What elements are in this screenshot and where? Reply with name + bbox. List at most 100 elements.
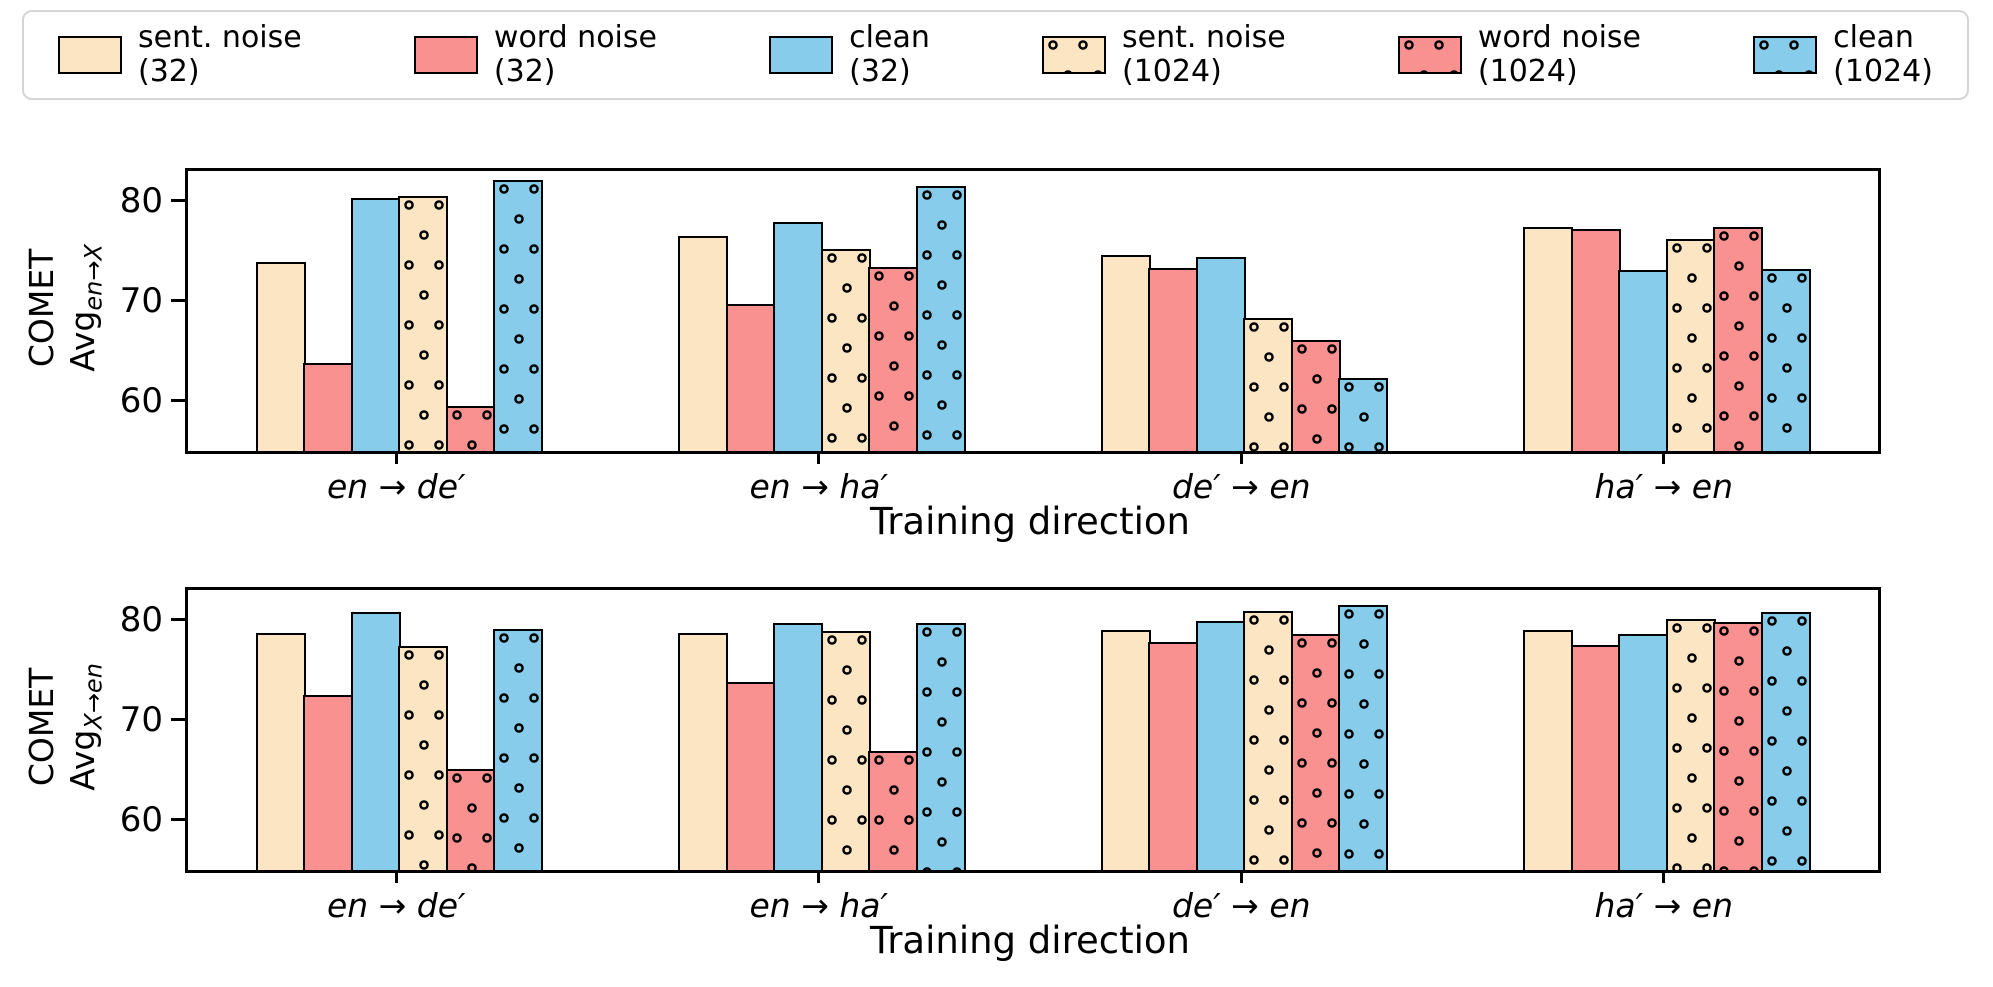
bar-word-noise-32 (303, 363, 353, 451)
category-cell: en → ha′ (608, 870, 1031, 925)
y-tick-label: 70 (119, 281, 163, 321)
x-tick (1662, 451, 1666, 464)
x-axis-label-bottom: Training direction (870, 919, 1190, 962)
bar-word-noise-1024 (445, 406, 496, 451)
bar-sent-noise-1024 (820, 249, 871, 451)
bar-word-noise-1024 (868, 267, 918, 451)
x-tick (1662, 870, 1666, 883)
y-tick-label: 60 (119, 381, 163, 421)
x-axis-categories-top: en → de′ en → ha′ de′ → en ha′ → en (185, 451, 1875, 506)
legend-label: clean (32) (849, 20, 930, 89)
bar-word-noise-32 (1148, 268, 1198, 451)
y-tick-label: 60 (119, 800, 163, 840)
bar-group (611, 171, 1034, 451)
x-tick (394, 870, 398, 883)
bar-group (1456, 590, 1879, 870)
category-label: en → de′ (326, 886, 466, 925)
legend-label: word noise (1024) (1477, 20, 1641, 89)
bar-clean-1024 (915, 186, 966, 451)
bar-clean-32 (1195, 257, 1246, 451)
plot-area-bottom: 80 70 60 (120, 587, 1881, 873)
bar-sent-noise-32 (1100, 255, 1151, 451)
y-tick-label: 80 (119, 181, 163, 221)
bar-word-noise-32 (725, 304, 776, 451)
x-tick (817, 870, 821, 883)
bar-sent-noise-1024 (1243, 611, 1293, 870)
category-cell: de′ → en (1030, 870, 1453, 925)
category-label: ha′ → en (1594, 467, 1733, 506)
bar-sent-noise-1024 (1665, 239, 1716, 451)
y-tick-label: 80 (119, 600, 163, 640)
category-cell: ha′ → en (1453, 870, 1876, 925)
bar-clean-1024 (1338, 605, 1388, 870)
bar-clean-32 (1618, 634, 1668, 870)
legend-swatch-sent-noise-1024 (1042, 36, 1107, 74)
bar-word-noise-1024 (1290, 634, 1341, 870)
y-tick (171, 618, 185, 621)
bar-clean-32 (773, 222, 823, 451)
legend-swatch-word-noise-1024 (1397, 36, 1462, 74)
bar-clean-32 (350, 612, 401, 870)
category-cell: en → ha′ (608, 451, 1031, 506)
bar-word-noise-32 (1148, 642, 1198, 870)
legend-swatch-sent-noise-32 (58, 36, 122, 74)
bar-group (188, 171, 611, 451)
category-label: en → ha′ (749, 467, 888, 506)
bar-sent-noise-32 (678, 236, 728, 451)
category-label: de′ → en (1171, 886, 1311, 925)
bar-clean-1024 (915, 623, 966, 870)
bar-word-noise-1024 (868, 751, 918, 870)
x-tick (817, 451, 821, 464)
category-cell: de′ → en (1030, 451, 1453, 506)
x-tick (1239, 870, 1243, 883)
legend-swatch-clean-32 (769, 36, 834, 74)
legend: sent. noise (32) word noise (32) clean (… (22, 10, 1969, 100)
bar-clean-32 (1618, 270, 1668, 451)
bar-word-noise-1024 (1713, 227, 1763, 451)
y-tick (171, 818, 185, 821)
y-tick (171, 718, 185, 721)
category-cell: en → de′ (185, 870, 608, 925)
category-label: en → ha′ (749, 886, 888, 925)
bar-clean-1024 (1760, 269, 1811, 451)
bar-sent-noise-32 (1100, 630, 1151, 870)
bar-group (1033, 590, 1456, 870)
bar-sent-noise-32 (1523, 630, 1573, 870)
bar-word-noise-1024 (1290, 340, 1341, 451)
bar-word-noise-1024 (1713, 622, 1763, 870)
bar-clean-1024 (493, 180, 543, 451)
legend-item-sent-noise-32: sent. noise (32) (58, 21, 302, 88)
bar-word-noise-32 (1570, 229, 1621, 451)
bar-sent-noise-1024 (1243, 318, 1293, 451)
bar-word-noise-32 (303, 695, 353, 870)
y-tick (171, 199, 185, 202)
legend-item-sent-noise-1024: sent. noise (1024) (1042, 21, 1286, 88)
y-tick (171, 299, 185, 302)
bar-clean-32 (1195, 621, 1246, 870)
bar-word-noise-32 (1570, 645, 1621, 870)
bar-sent-noise-32 (1523, 227, 1573, 451)
bar-clean-1024 (493, 629, 543, 870)
x-tick (394, 451, 398, 464)
legend-label: sent. noise (32) (138, 20, 302, 89)
bar-clean-32 (773, 623, 823, 870)
y-tick (171, 399, 185, 402)
category-label: en → de′ (326, 467, 466, 506)
legend-item-word-noise-32: word noise (32) (413, 20, 657, 89)
x-axis-categories-bottom: en → de′ en → ha′ de′ → en ha′ → en (185, 870, 1875, 925)
bar-sent-noise-32 (255, 633, 306, 870)
bar-sent-noise-32 (678, 633, 728, 870)
legend-item-clean-1024: clean (1024) (1753, 21, 1933, 88)
legend-label: word noise (32) (493, 20, 657, 89)
category-cell: en → de′ (185, 451, 608, 506)
legend-swatch-clean-1024 (1753, 36, 1818, 74)
category-label: de′ → en (1171, 467, 1311, 506)
legend-swatch-word-noise-32 (413, 36, 478, 74)
legend-item-word-noise-1024: word noise (1024) (1397, 20, 1641, 89)
x-tick (1239, 451, 1243, 464)
bar-clean-32 (350, 198, 401, 451)
bar-group (1456, 171, 1879, 451)
bar-group (611, 590, 1034, 870)
bar-sent-noise-1024 (820, 631, 871, 870)
